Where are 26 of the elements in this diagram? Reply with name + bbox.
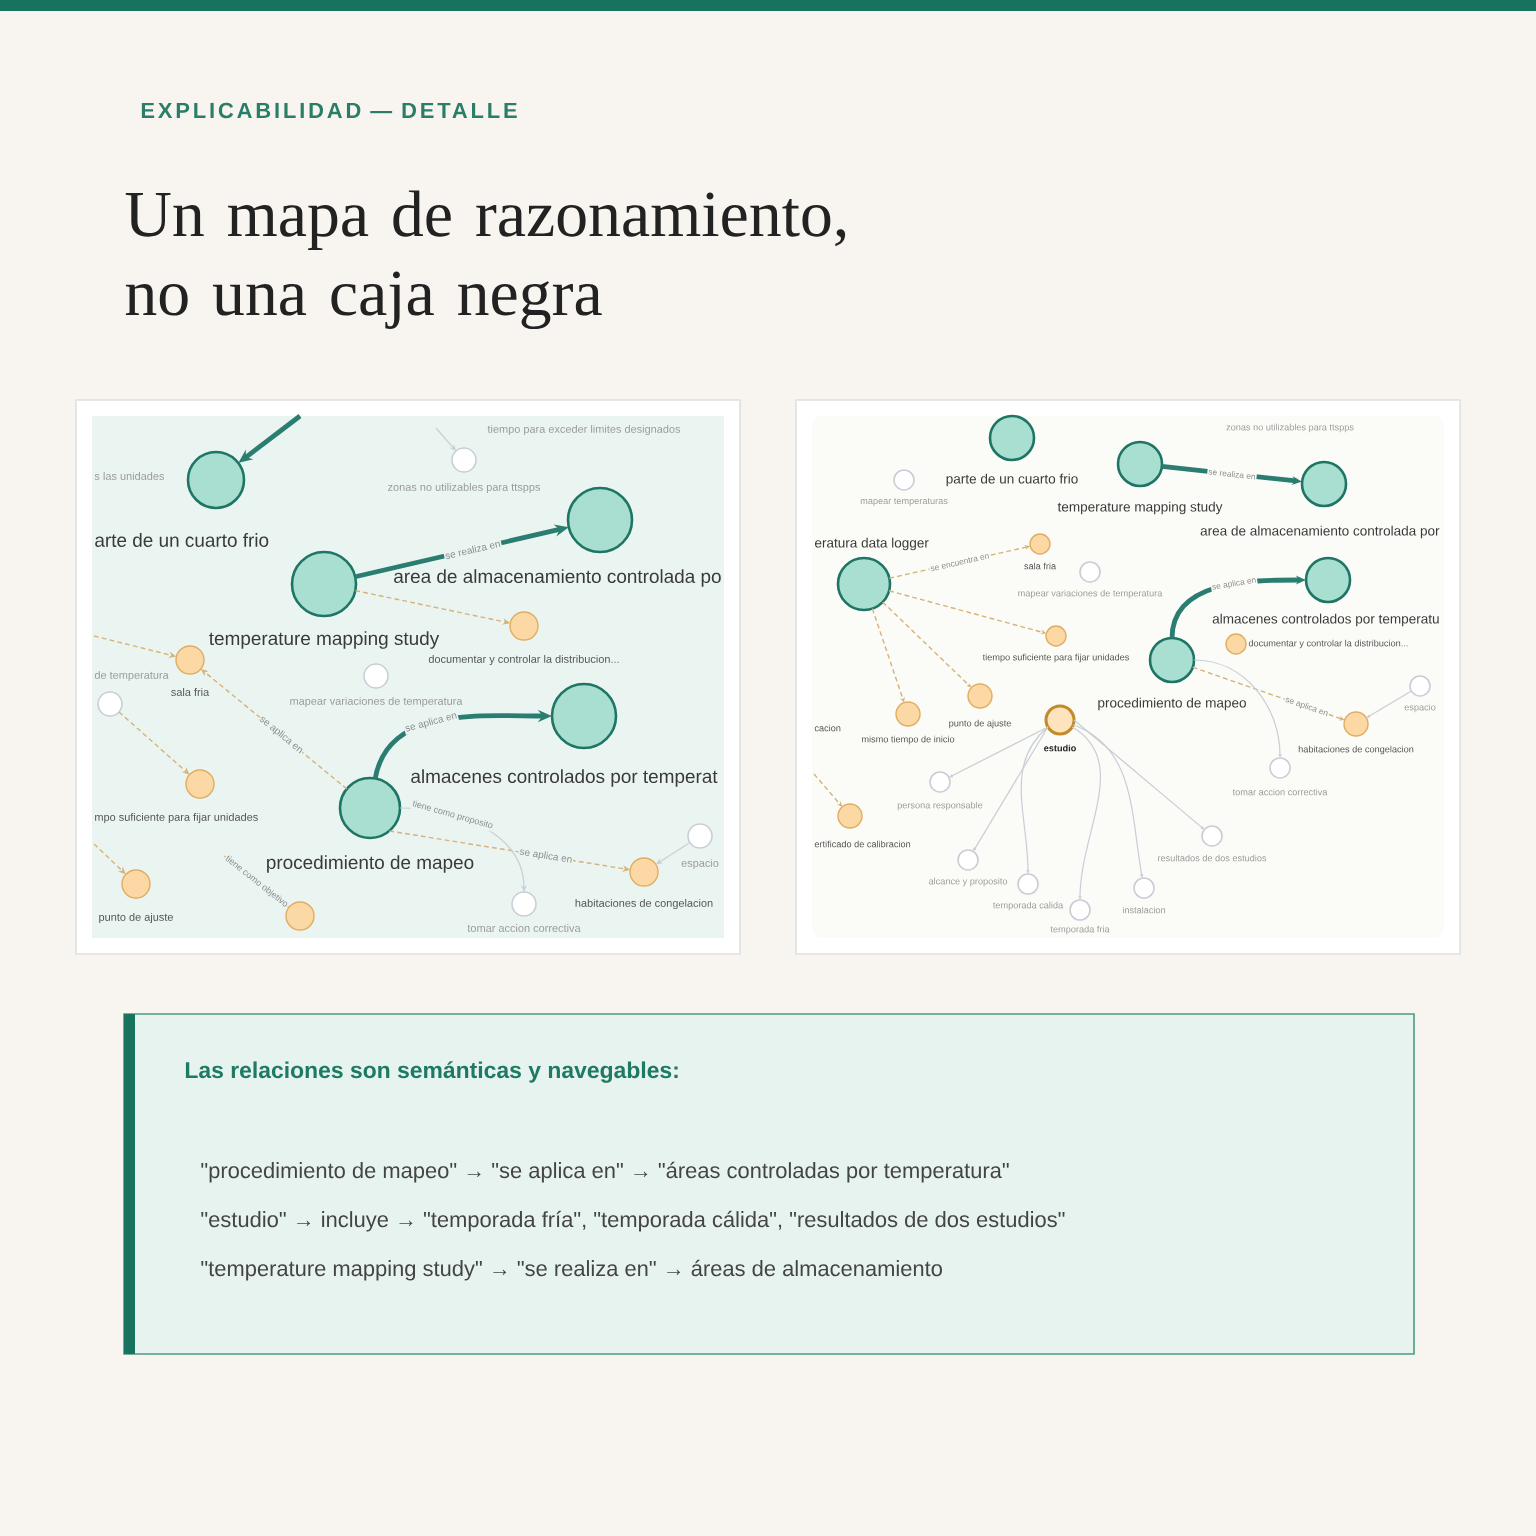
node-label: almacenes controlados por temperat — [411, 769, 718, 787]
node-label: arte de un cuarto frio — [95, 533, 269, 547]
arrow — [973, 726, 1049, 851]
screenshot-panel — [795, 399, 1461, 955]
arrow — [1020, 726, 1049, 874]
arrow — [1071, 726, 1101, 900]
arrow — [1073, 719, 1204, 830]
arrow — [813, 773, 842, 807]
arrow — [871, 607, 905, 702]
node-label: area de almacenamiento controlada po — [394, 569, 721, 587]
slide-title: Un mapa de razonamiento, no una caja negra — [125, 190, 846, 330]
node-label: temperature mapping study — [209, 631, 440, 649]
eyebrow-label: EXPLICABILIDAD — DETALLE — [141, 102, 517, 119]
arrow — [1192, 666, 1345, 721]
arrow — [1072, 724, 1144, 878]
relation-line: "procedimiento de mapeo" → "se aplica en" → "áreas controladas por temperatura" — [201, 1161, 1009, 1183]
node-circle — [285, 901, 315, 931]
screenshot-panel — [75, 399, 741, 955]
arrow — [1366, 690, 1412, 718]
callout-heading: Las relaciones son semánticas y navegables: — [185, 1061, 678, 1083]
arrow — [882, 601, 971, 688]
arrow — [888, 590, 1046, 634]
arrow — [949, 726, 1049, 778]
relation-line: "temperature mapping study" → "se realiza en" → áreas de almacenamiento — [201, 1259, 942, 1281]
relation-line: "estudio" → incluye → "temporada fría", "temporada cálida", "resultados de dos estudios" — [201, 1210, 1065, 1232]
arrow — [1193, 659, 1282, 758]
